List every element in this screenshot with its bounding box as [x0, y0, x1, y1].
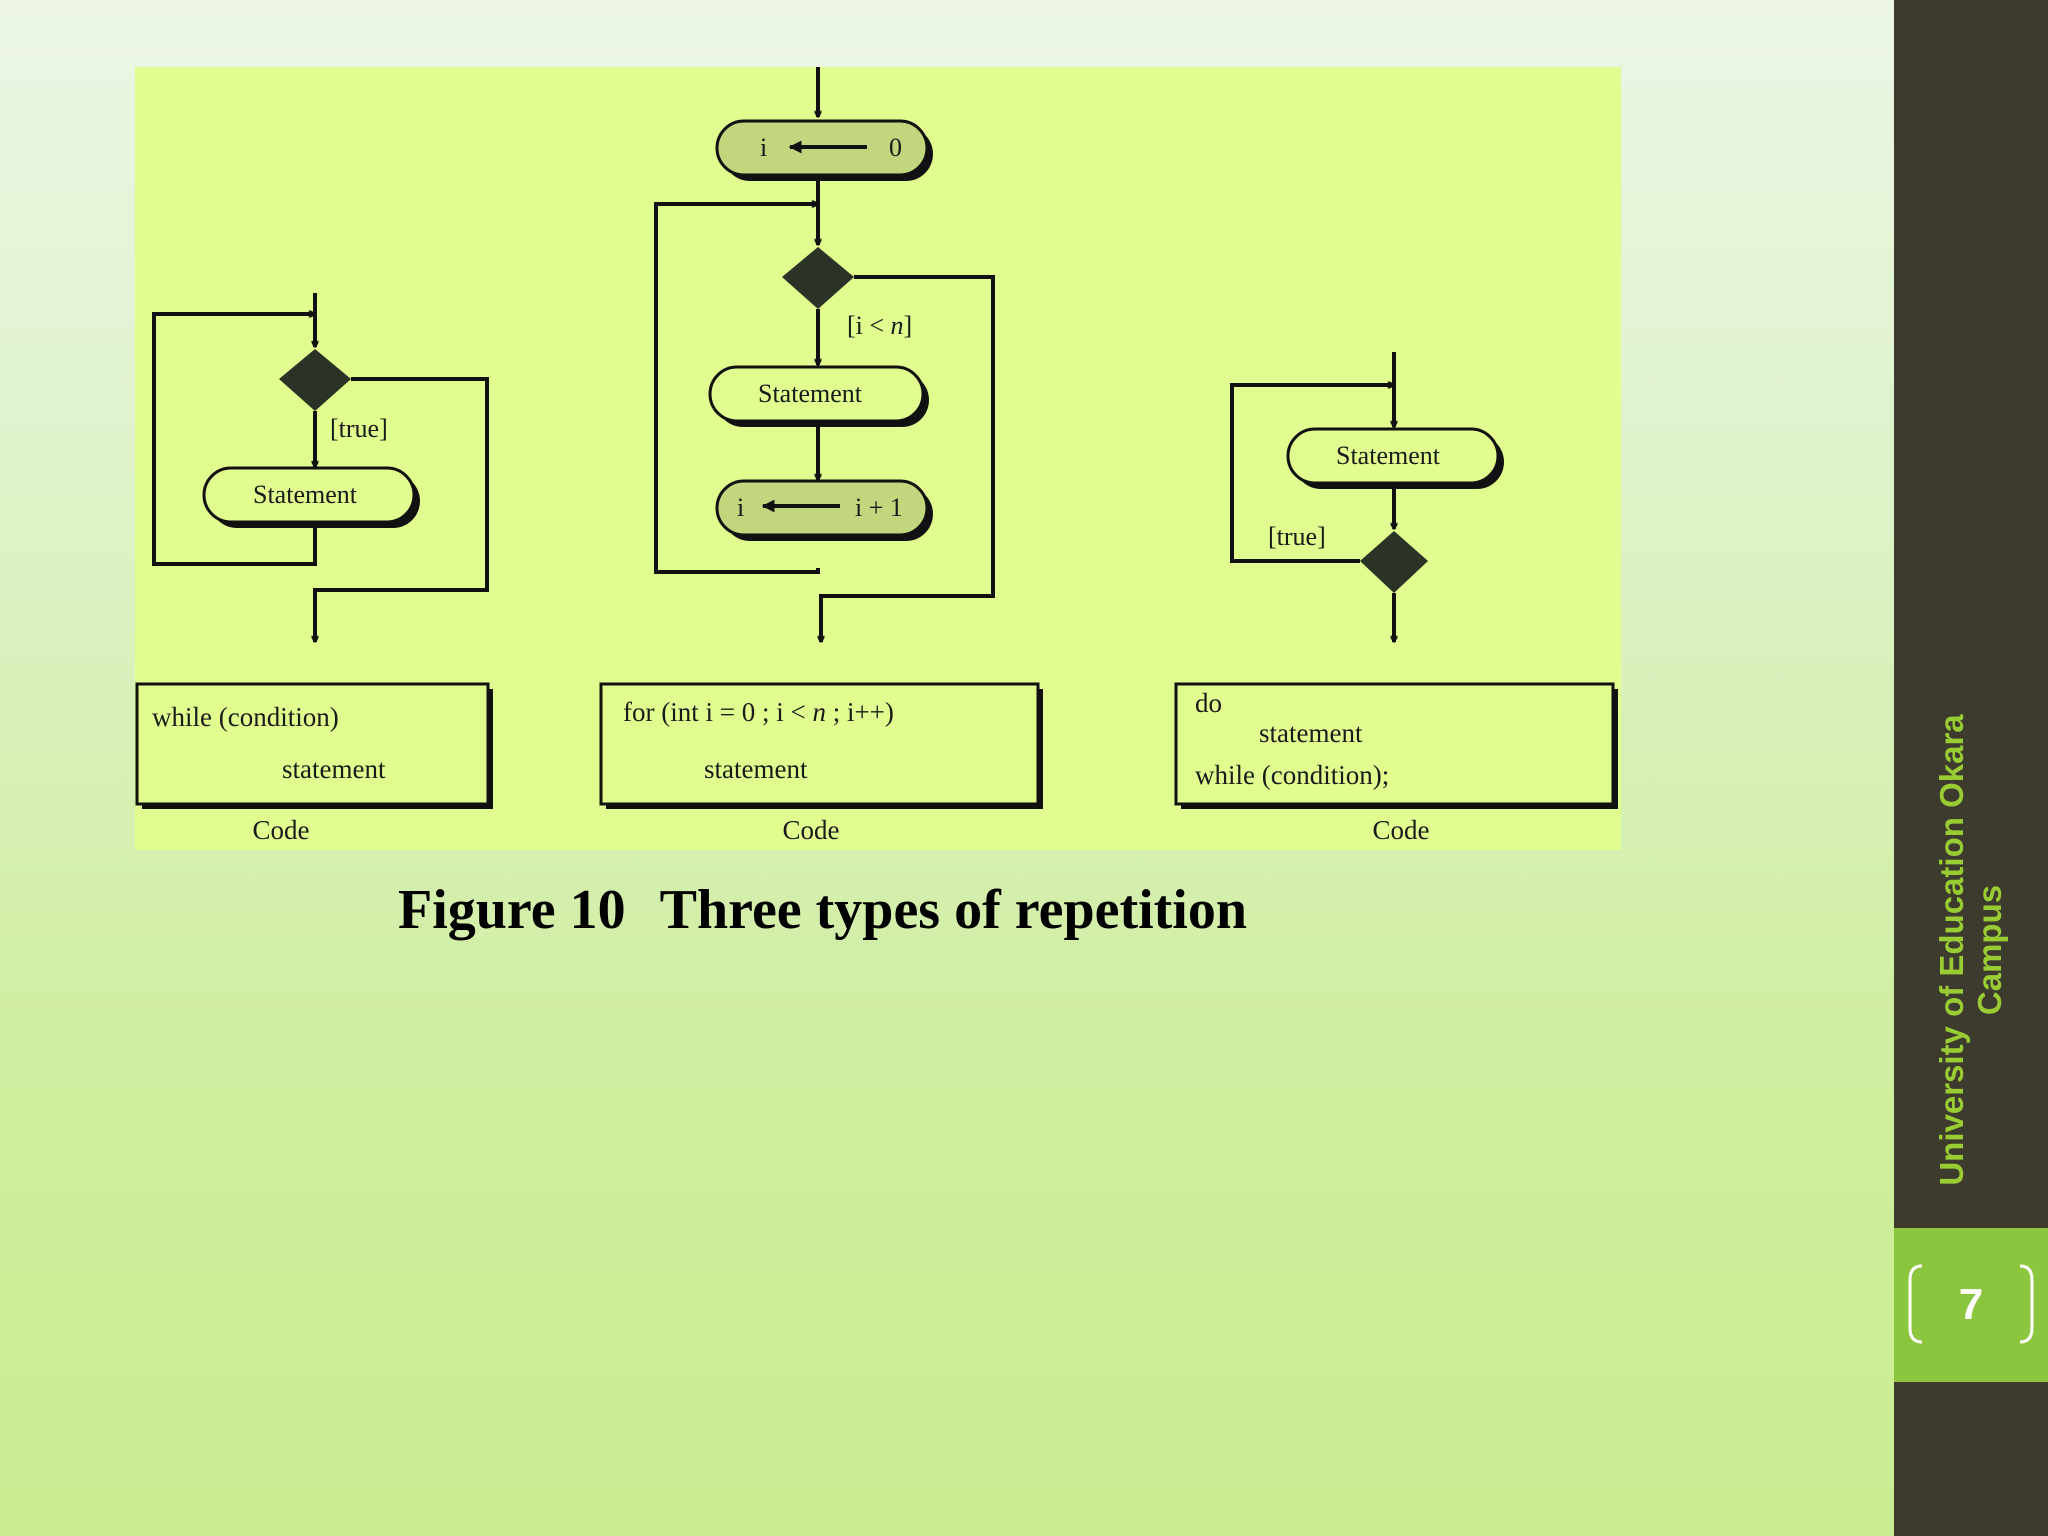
for-statement-node — [708, 365, 925, 423]
while-loop-flow — [152, 293, 489, 642]
page-number: 7 — [1958, 1280, 1984, 1329]
page-number-bracket-icon — [1908, 1264, 2034, 1344]
for-code-line2: statement — [704, 754, 808, 784]
for-code-label: Code — [783, 815, 840, 845]
do-while-code-label: Code — [1373, 815, 1430, 845]
for-code-box — [599, 682, 1040, 806]
figure-caption: Figure 10 Three types of repetition — [398, 878, 1247, 942]
do-while-code-line3: while (condition); — [1195, 760, 1389, 790]
while-code-label: Code — [253, 815, 310, 845]
for-guard-label: [i < n] — [847, 311, 912, 340]
for-init-value: 0 — [889, 133, 902, 162]
while-statement-node — [202, 466, 416, 524]
repetition-diagram: [true] Statement while (condition) state… — [135, 67, 1621, 850]
for-update-var: i — [737, 493, 744, 522]
for-loop-flow — [654, 67, 995, 642]
for-statement-label: Statement — [758, 379, 863, 408]
do-while-statement-label: Statement — [1336, 441, 1441, 470]
do-while-code-box — [1174, 682, 1615, 806]
while-code-box — [135, 682, 490, 806]
for-code-line1: for (int i = 0 ; i < n ; i++) — [623, 697, 894, 727]
while-guard-label: [true] — [330, 414, 388, 443]
do-while-statement-node — [1286, 427, 1500, 485]
do-while-guard-label: [true] — [1268, 522, 1326, 551]
while-statement-label: Statement — [253, 480, 358, 509]
while-code-line2: statement — [282, 754, 386, 784]
for-update-value: i + 1 — [855, 493, 903, 522]
while-code-line1: while (condition) — [152, 702, 339, 732]
do-while-code-line1: do — [1195, 688, 1222, 718]
while-decision-diamond — [279, 349, 351, 411]
for-decision-diamond — [782, 247, 854, 309]
do-while-code-line2: statement — [1259, 718, 1363, 748]
sidebar-institution-line2: Campus — [1971, 884, 2008, 1016]
sidebar-institution: University of Education Okara Campus — [1894, 690, 2048, 1210]
for-init-var: i — [760, 133, 767, 162]
figure-label: Figure 10 — [398, 879, 626, 941]
do-while-decision-diamond — [1360, 531, 1428, 593]
figure-title: Three types of repetition — [659, 879, 1248, 941]
do-while-loop-flow — [1230, 352, 1394, 642]
page-number-badge: 7 — [1894, 1228, 2048, 1382]
sidebar-institution-line1: University of Education Okara — [1933, 714, 1970, 1186]
